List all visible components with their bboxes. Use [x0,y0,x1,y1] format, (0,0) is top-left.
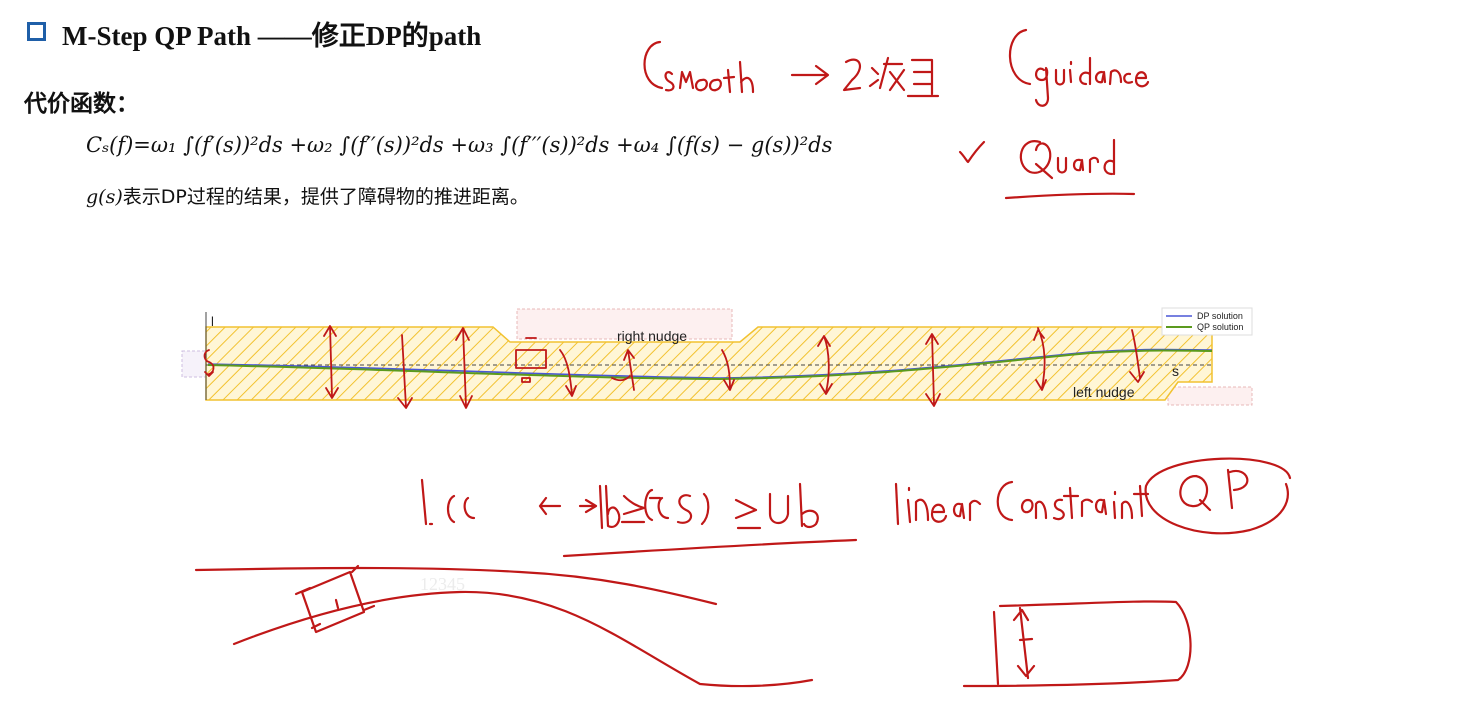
note-c-smooth [643,40,940,98]
note-c-guard [958,138,1136,200]
note-linear-constraint [420,478,1150,558]
slide-title: M-Step QP Path ——修正DP的path [62,21,482,51]
road-sketch [194,564,814,688]
faint-number-watermark: 12345 [420,574,465,594]
qp-solution-line [207,349,1213,381]
handwritten-notes [194,28,1292,688]
right-nudge-label: right nudge [617,328,687,344]
gs-description-text: 表示DP过程的结果，提供了障碍物的推进距离。 [122,186,529,208]
figure-legend: DP solution QP solution [1161,307,1253,336]
legend-qp-label: QP solution [1197,322,1243,332]
s-axis-label: s [1172,363,1179,379]
boundary-sketch [962,600,1192,688]
left-nudge-label: left nudge [1073,384,1135,400]
left-nudge-obstacle [1167,386,1253,406]
corridor-arrows [203,325,1145,409]
cost-function-heading: 代价函数： [24,91,139,117]
note-c-guidance [1008,28,1150,107]
right-nudge-obstacle [516,308,733,340]
gs-description: g(s)表示DP过程的结果，提供了障碍物的推进距离。 [86,182,529,209]
cost-formula: Cₛ(f)=ω₁ ∫(f′(s))²ds +ω₂ ∫(f′′(s))²ds +ω… [86,133,833,157]
note-qp-circled [1144,457,1292,535]
path-bound-figure: right nudge left nudge s l DP solution Q… [181,307,1253,406]
dp-solution-line [207,348,1213,379]
l-axis-label: l [211,314,214,329]
gs-variable: g(s) [86,186,123,208]
legend-dp-label: DP solution [1197,311,1243,321]
title-bullet-icon [27,22,46,41]
